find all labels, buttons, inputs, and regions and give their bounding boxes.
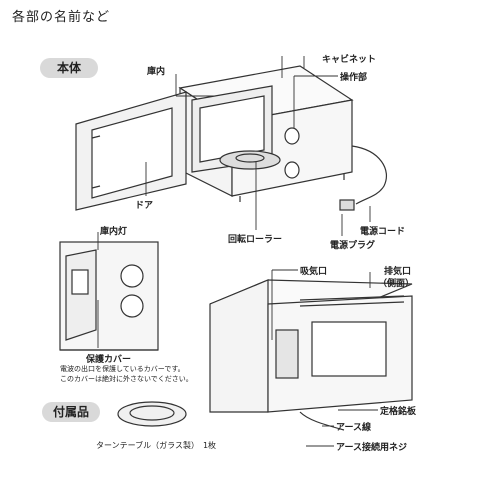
protective-cover-note: 電波の出口を保護しているカバーです。 このカバーは絶対に外さないでください。	[60, 365, 193, 383]
label-interior: 庫内	[147, 67, 166, 77]
microwave-rear-illustration	[209, 279, 413, 431]
label-ground-wire: アース線	[336, 423, 372, 433]
label-controls: 操作部	[340, 73, 368, 83]
label-exhaust: 排気口	[384, 267, 412, 277]
label-power-cord: 電源コード	[360, 227, 406, 237]
accessories-badge: 付属品	[42, 402, 100, 422]
label-turntable-roller: 回転ローラー	[228, 235, 283, 245]
label-interior-light: 庫内灯	[100, 227, 128, 237]
label-exhaust-side: （側面）	[378, 279, 415, 289]
accessory-turntable-label: ターンテーブル（ガラス製） 1枚	[96, 441, 217, 450]
label-rating-plate: 定格銘板	[380, 407, 417, 417]
label-door: ドア	[135, 201, 154, 211]
page-title: 各部の名前など	[12, 10, 111, 25]
label-cabinet: キャビネット	[322, 55, 377, 65]
label-protective-cover: 保護カバー	[86, 355, 132, 365]
microwave-front-illustration	[75, 65, 388, 211]
label-ground-screw: アース接続用ネジ	[336, 443, 408, 453]
label-power-plug: 電源プラグ	[330, 241, 376, 251]
interior-light-closeup	[59, 241, 159, 351]
main-unit-badge: 本体	[40, 58, 98, 78]
label-intake: 吸気口	[300, 267, 328, 277]
